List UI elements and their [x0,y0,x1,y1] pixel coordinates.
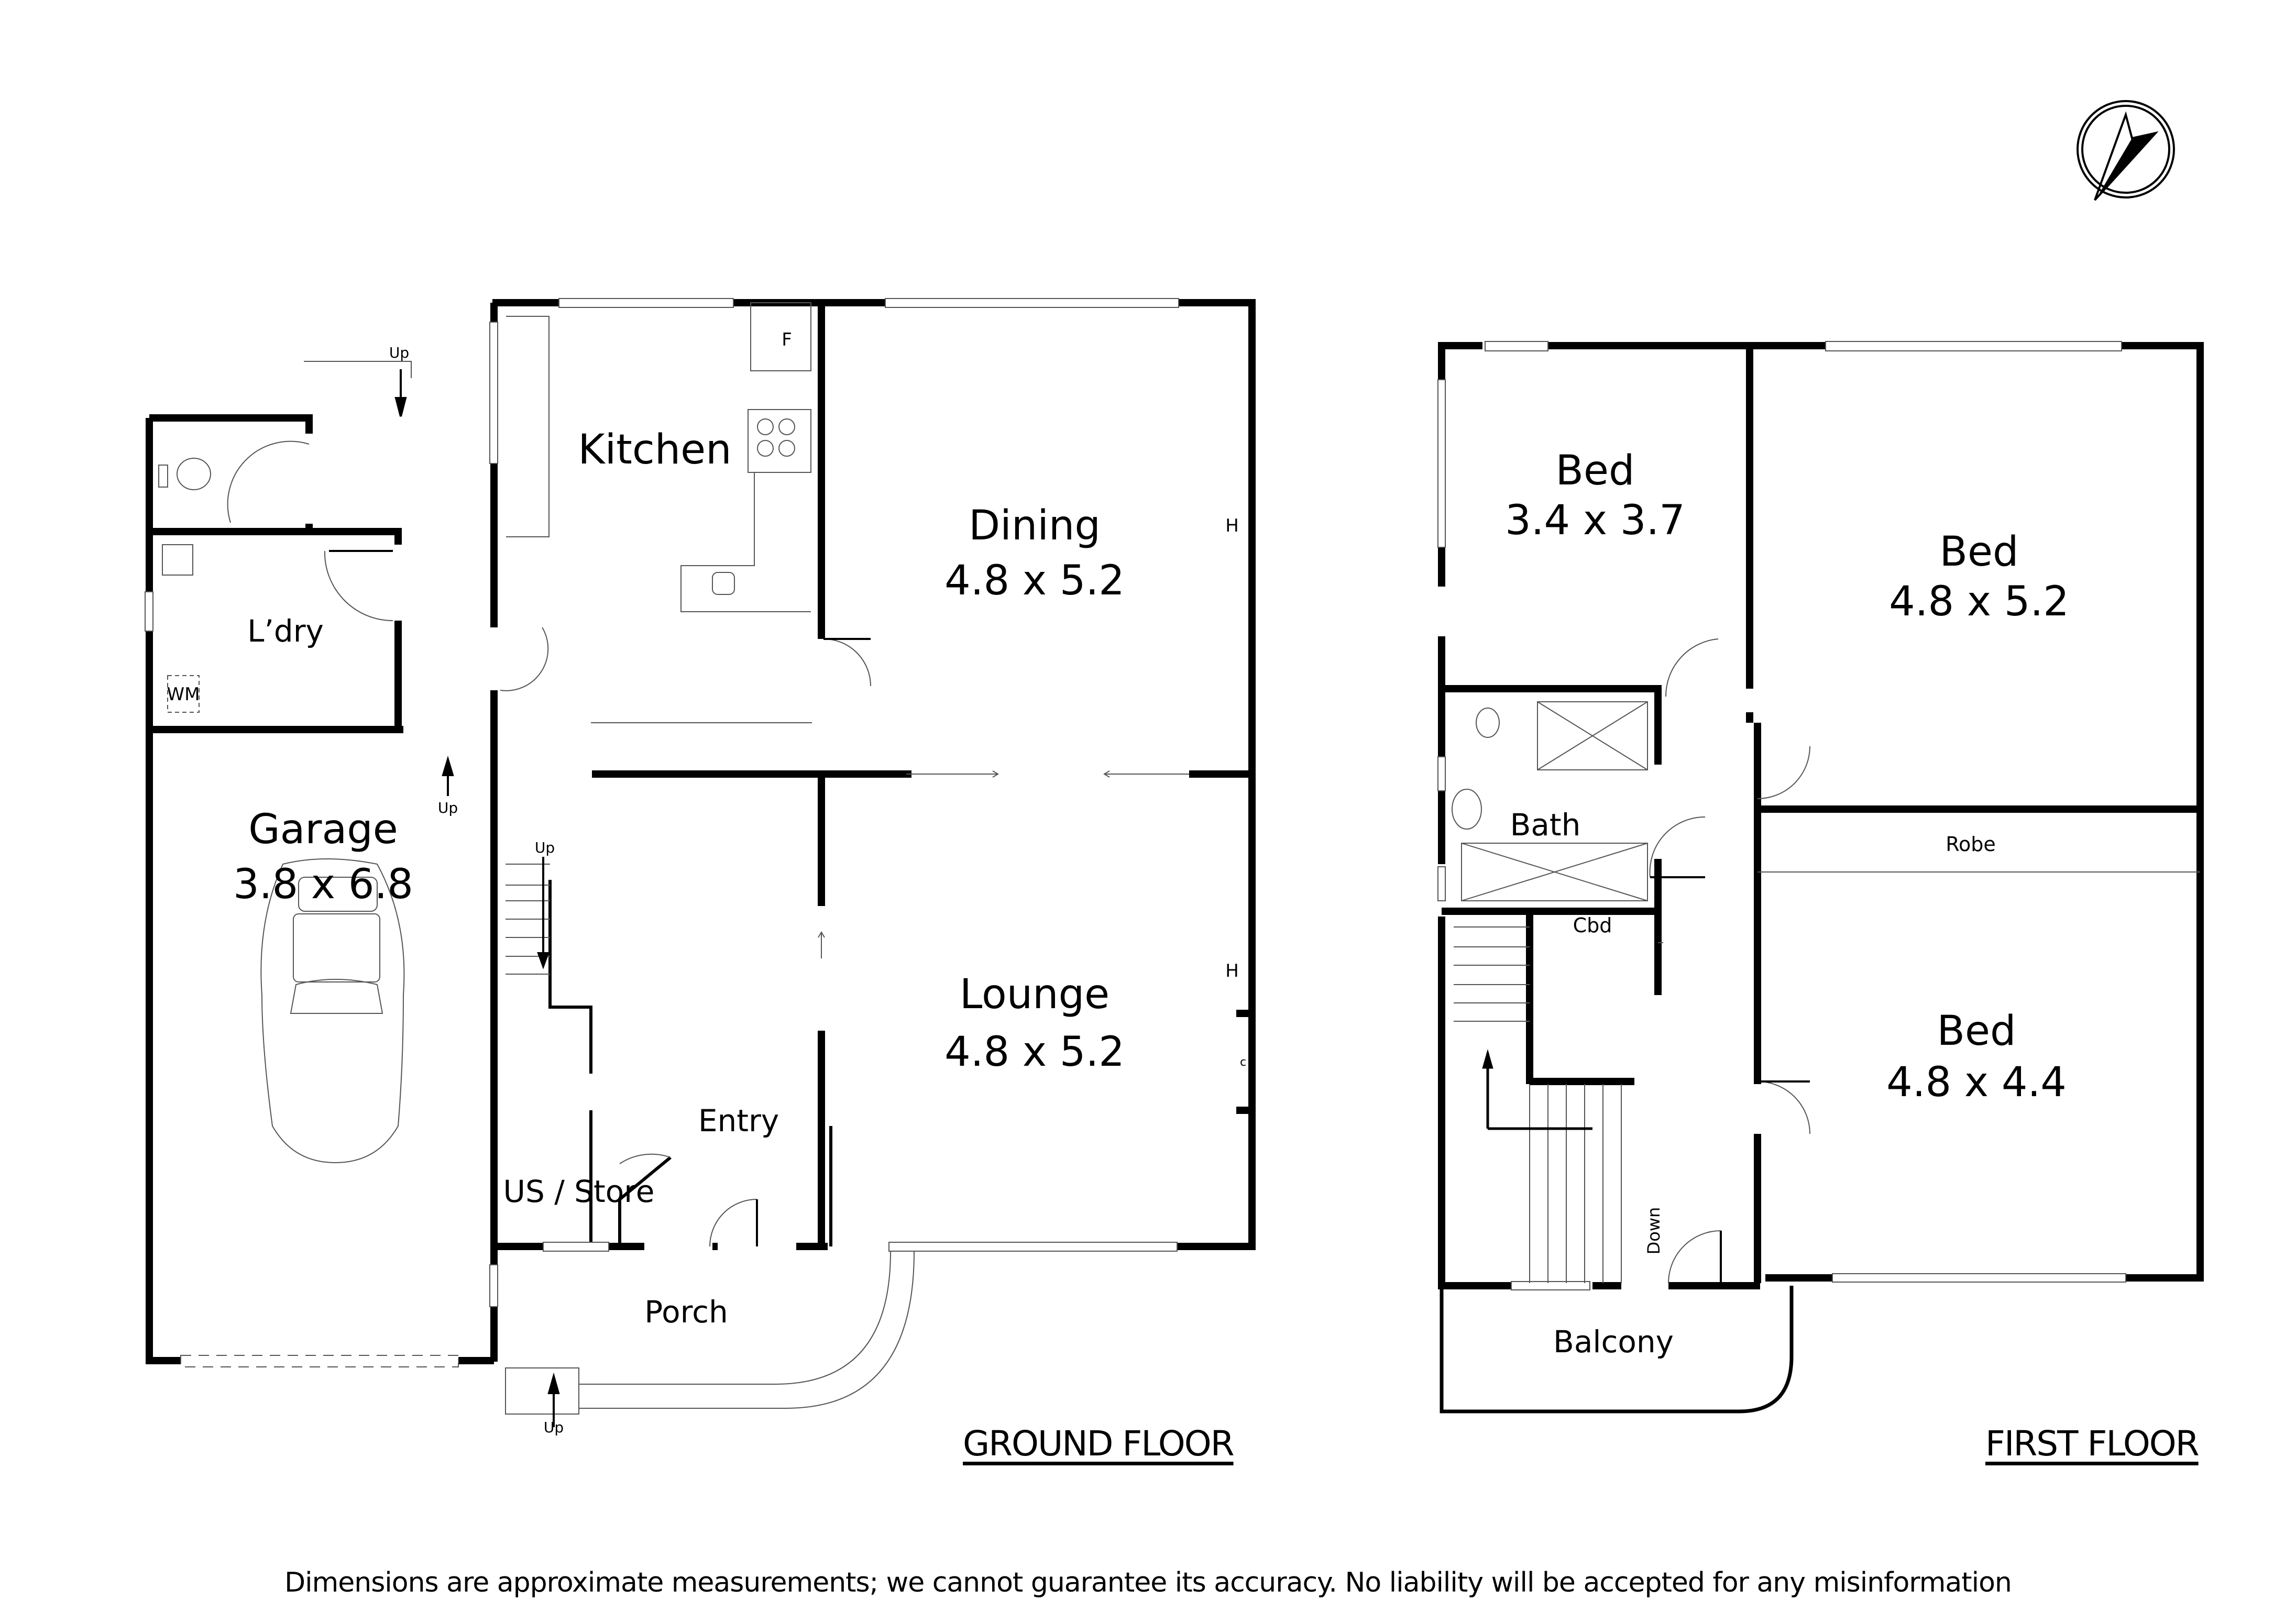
washing-machine-label: WM [167,684,200,705]
room-label-porch: Porch [644,1294,728,1330]
room-dims-garage: 3.8 x 6.8 [233,861,413,908]
heater-label-lounge: H [1225,960,1239,981]
up-label-garage: Up [438,799,458,816]
room-dims-bed3: 4.8 x 4.4 [1886,1059,2067,1106]
up-label-stairs: Up [535,839,555,856]
fridge-label: F [782,329,792,350]
room-label-lounge: Lounge [960,971,1109,1018]
room-label-garage: Garage [248,806,398,853]
room-dims-bed1: 3.4 x 3.7 [1505,497,1685,544]
room-label-kitchen: Kitchen [578,426,731,473]
up-label-porch: Up [544,1419,564,1436]
room-label-bed2: Bed [1939,528,2018,576]
down-label-stairs: Down [1644,1207,1664,1255]
first-floor-plan [1437,341,2204,1414]
disclaimer-text: Dimensions are approximate measurements;… [284,1567,2012,1598]
room-label-entry: Entry [698,1103,779,1139]
room-dims-dining: 4.8 x 5.2 [944,557,1125,604]
first-floor-title: FIRST FLOOR [1985,1423,2200,1464]
room-label-cbd: Cbd [1573,914,1612,937]
cupboard-label-lounge: c [1240,1056,1246,1069]
room-label-store: US / Store [503,1174,655,1209]
room-label-bath: Bath [1510,807,1581,843]
room-label-robe: Robe [1946,833,1995,856]
room-label-dining: Dining [969,502,1101,549]
room-label-laundry: L’dry [247,613,324,649]
north-arrow-icon [2077,100,2175,201]
room-dims-bed2: 4.8 x 5.2 [1889,578,2069,625]
room-label-bed1: Bed [1555,447,1634,494]
up-label-rear: Up [389,344,409,361]
room-dims-lounge: 4.8 x 5.2 [944,1029,1125,1076]
ground-floor-title: GROUND FLOOR [963,1423,1235,1464]
heater-label-dining: H [1225,515,1239,536]
room-label-bed3: Bed [1937,1008,2016,1055]
room-label-balcony: Balcony [1553,1324,1674,1360]
ground-floor-plan [145,298,1256,1427]
